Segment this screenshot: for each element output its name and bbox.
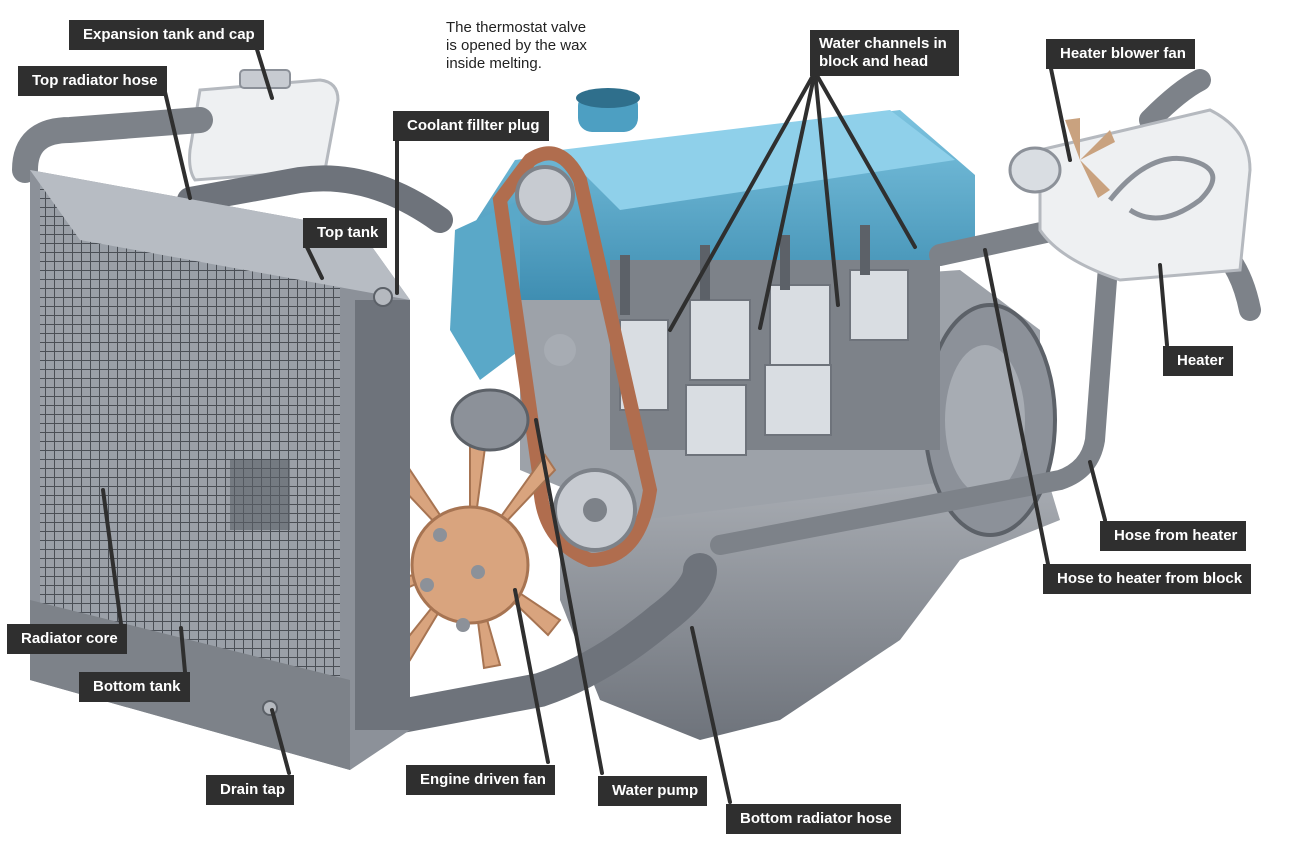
label-coolant-filler-plug: Coolant fillter plug bbox=[393, 111, 549, 141]
leader-lines bbox=[101, 41, 1169, 804]
label-heater: Heater bbox=[1163, 346, 1233, 376]
cylinder-cutaway bbox=[610, 225, 940, 456]
label-bottom-tank: Bottom tank bbox=[79, 672, 190, 702]
label-radiator-core: Radiator core bbox=[7, 624, 127, 654]
label-water-pump: Water pump bbox=[598, 776, 708, 806]
hoses bbox=[12, 69, 1261, 737]
label-bottom-radiator-hose: Bottom radiator hose bbox=[726, 804, 901, 834]
label-top-tank: Top tank bbox=[303, 218, 388, 248]
label-hose-from-heater: Hose from heater bbox=[1100, 521, 1247, 551]
heater-unit bbox=[1008, 108, 1252, 282]
label-water-channels: Water channels in block and head bbox=[810, 30, 959, 76]
label-heater-blower-fan: Heater blower fan bbox=[1046, 39, 1195, 69]
label-hose-to-heater-from-block: Hose to heater from block bbox=[1043, 564, 1252, 594]
label-top-radiator-hose: Top radiator hose bbox=[18, 66, 167, 96]
timing-belt bbox=[492, 146, 658, 568]
label-engine-driven-fan: Engine driven fan bbox=[406, 765, 555, 795]
thermostat-note: The thermostat valve is opened by the wa… bbox=[446, 19, 587, 72]
label-drain-tap: Drain tap bbox=[206, 775, 295, 805]
expansion-tank bbox=[188, 69, 340, 182]
label-expansion-tank: Expansion tank and cap bbox=[69, 20, 264, 50]
